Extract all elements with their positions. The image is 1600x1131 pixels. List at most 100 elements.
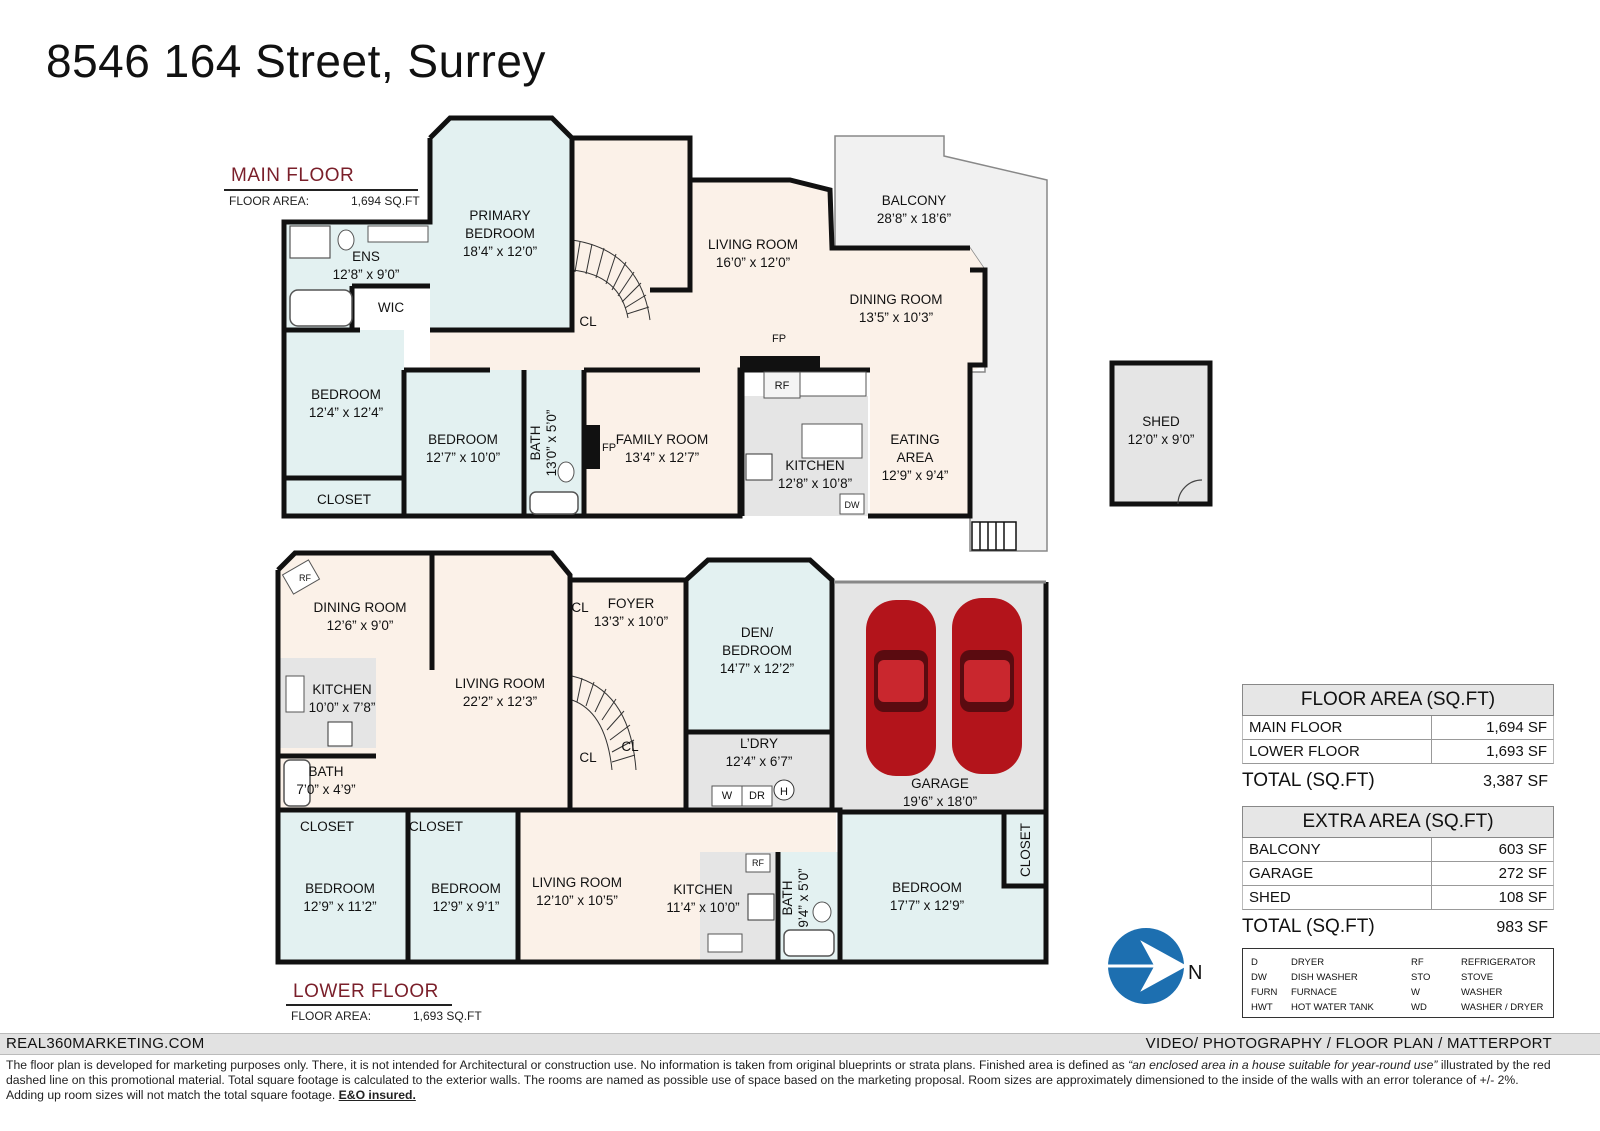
foyer-label: FOYER	[608, 596, 655, 611]
lower-bedroom-c-dims: 17’7” x 12’9”	[890, 898, 964, 913]
lower-kitchen-dims: 10’0” x 7’8”	[309, 700, 376, 715]
legend-abbr: D	[1251, 957, 1258, 968]
lower-floor-label: LOWER FLOOR	[293, 981, 439, 1002]
ens-shower	[289, 225, 331, 259]
extra-area-table: EXTRA AREA (SQ.FT) BALCONY 603 SF GARAGE…	[1242, 806, 1554, 942]
legend-meaning: FURNACE	[1291, 987, 1337, 998]
lower-bath-dims: 7’0” x 4’9”	[296, 782, 355, 797]
main-fridge	[763, 371, 801, 399]
dryer	[741, 785, 773, 807]
kitchen-label: KITCHEN	[785, 458, 844, 473]
main-floor-labels: PRIMARY BEDROOM 18’4” x 12’0” ENS 12’8” …	[309, 193, 1195, 510]
main-rf-label: RF	[775, 380, 790, 392]
balcony-label: BALCONY	[882, 193, 947, 208]
bedroom-a-label: BEDROOM	[311, 387, 381, 402]
bath-label: BATH	[528, 425, 543, 460]
floor-area-row-label: MAIN FLOOR	[1249, 719, 1343, 736]
bedroom-b-dims: 12’7” x 10’0”	[426, 450, 500, 465]
closet-a-label: CLOSET	[317, 492, 371, 507]
shed-area	[1109, 360, 1213, 507]
main-floor	[281, 115, 1213, 552]
wic-label: WIC	[378, 300, 404, 315]
car-left	[866, 600, 936, 776]
legend-meaning: HOT WATER TANK	[1291, 1002, 1374, 1013]
bath-toilet	[557, 461, 575, 483]
lower-floor-underline	[286, 1004, 452, 1006]
primary-bedroom-dims: 18’4” x 12’0”	[463, 244, 537, 259]
lower-closet-b-label: CLOSET	[409, 819, 463, 834]
lower-floor-area-label: FLOOR AREA:	[291, 1009, 372, 1023]
suite-bath-dims: 9’4” x 5’0”	[796, 868, 811, 927]
shed-door	[1177, 479, 1203, 505]
bath-dims: 13’0” x 5’0”	[544, 410, 559, 477]
suite-fridge	[745, 853, 771, 873]
primary-bedroom-label-1: PRIMARY	[469, 208, 530, 223]
disclaimer: The floor plan is developed for marketin…	[6, 1058, 1554, 1103]
abbreviation-legend: D DRYER RF REFRIGERATOR DW DISH WASHER S…	[1242, 948, 1554, 1018]
living-room-label: LIVING ROOM	[708, 237, 798, 252]
suite-bath-label: BATH	[780, 880, 795, 915]
disclaimer-quote: “an enclosed area in a house suitable fo…	[1128, 1058, 1438, 1072]
bedroom-b-lower-area	[408, 810, 518, 962]
ens-toilet	[337, 229, 355, 251]
main-floor-label: MAIN FLOOR	[231, 165, 355, 186]
main-counter	[799, 371, 867, 397]
bedroom-b-label: BEDROOM	[428, 432, 498, 447]
lower-living-dims: 22’2” x 12’3”	[463, 694, 537, 709]
suite-tub	[783, 929, 835, 957]
suite-kitchen-label: KITCHEN	[673, 882, 732, 897]
den-label-2: BEDROOM	[722, 643, 792, 658]
floor-area-table: FLOOR AREA (SQ.FT) MAIN FLOOR 1,694 SF L…	[1242, 684, 1554, 796]
main-floor-underline	[224, 189, 418, 191]
legend-meaning: DISH WASHER	[1291, 972, 1358, 983]
floor-area-row: MAIN FLOOR 1,694 SF	[1242, 716, 1554, 740]
lower-bath-label: BATH	[308, 764, 343, 779]
washer-label: W	[722, 790, 733, 802]
main-dw-label: DW	[845, 500, 860, 510]
ens-dims: 12’8” x 9’0”	[333, 267, 400, 282]
lower-bedroom-a-label: BEDROOM	[305, 881, 375, 896]
suite-kitchen-dims: 11’4” x 10’0”	[666, 900, 739, 915]
disclaimer-part1: The floor plan is developed for marketin…	[6, 1058, 1129, 1072]
extra-area-row-label: SHED	[1249, 889, 1291, 906]
stair-closet-a-label: CL	[579, 750, 597, 765]
shed-label: SHED	[1142, 414, 1180, 429]
legend-abbr: WD	[1411, 1002, 1427, 1013]
lower-bedroom-b-dims: 12’9” x 9’1”	[433, 899, 500, 914]
lower-closet-a-label: CLOSET	[300, 819, 354, 834]
suite-toilet	[812, 901, 832, 923]
bedroom-a-lower-area	[278, 810, 408, 962]
floor-area-header: FLOOR AREA (SQ.FT)	[1242, 684, 1554, 716]
extra-area-row-label: GARAGE	[1249, 865, 1314, 882]
bedroom-b-area	[404, 370, 524, 516]
main-floor-area-value: 1,694 SQ.FT	[351, 194, 420, 208]
suite-rf-label: RF	[752, 858, 764, 868]
lower-living-label: LIVING ROOM	[455, 676, 545, 691]
legend-meaning: STOVE	[1461, 972, 1494, 983]
extra-area-row-value: 603 SF	[1498, 841, 1547, 858]
kitchen-dims: 12’8” x 10’8”	[778, 476, 852, 491]
footer-bar: REAL360MARKETING.COM VIDEO/ PHOTOGRAPHY …	[0, 1033, 1600, 1055]
lower-dining-label: DINING ROOM	[314, 600, 407, 615]
foyer-closet-label: CL	[571, 600, 589, 615]
bedroom-a-area	[284, 330, 404, 516]
legend-abbr: STO	[1411, 972, 1431, 983]
lower-floor-area-value: 1,693 SQ.FT	[413, 1009, 482, 1023]
suite-sink	[707, 933, 743, 953]
hot-water-tank	[773, 779, 795, 801]
lower-bedroom-a-dims: 12’9” x 11’2”	[303, 899, 376, 914]
eating-area-dims: 12’9” x 9’4”	[882, 468, 949, 483]
legend-meaning: WASHER / DRYER	[1461, 1002, 1544, 1013]
laundry-label: L’DRY	[740, 736, 778, 751]
dining-room-label: DINING ROOM	[850, 292, 943, 307]
bath-tub	[529, 491, 579, 515]
footer-website[interactable]: REAL360MARKETING.COM	[6, 1035, 205, 1052]
shed-dims: 12’0” x 9’0”	[1128, 432, 1195, 447]
extra-area-row-label: BALCONY	[1249, 841, 1321, 858]
stair-closet-label: CL	[579, 314, 597, 329]
ens-label: ENS	[352, 249, 380, 264]
suite-living-dims: 12’10” x 10’5”	[536, 893, 618, 908]
lower-kitchen-label: KITCHEN	[312, 682, 371, 697]
extra-area-row: SHED 108 SF	[1242, 886, 1554, 910]
den-label-1: DEN/	[741, 625, 774, 640]
